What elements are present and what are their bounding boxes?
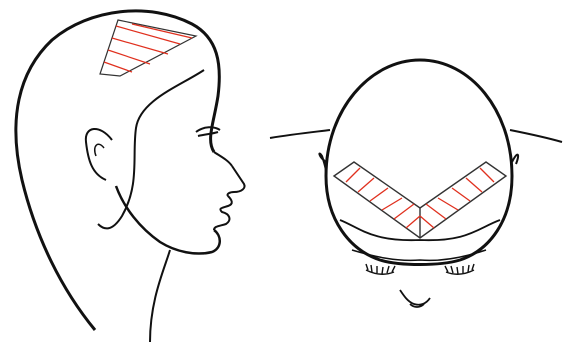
top-right-lashes [445, 264, 474, 274]
side-head-outline [16, 11, 219, 330]
top-right-shoulder [510, 130, 562, 142]
side-neck-front [150, 250, 170, 342]
side-eye [196, 127, 220, 136]
side-chin-jaw [116, 186, 220, 254]
side-hairline [98, 70, 204, 228]
top-section-lines-left [346, 168, 420, 228]
top-view-figure [270, 60, 562, 307]
top-nose [400, 290, 430, 307]
side-nose [227, 166, 244, 196]
side-lips [214, 196, 232, 230]
side-profile-figure [16, 11, 245, 342]
top-left-ear [319, 154, 326, 172]
side-forehead [214, 152, 232, 166]
top-left-shoulder [270, 130, 330, 138]
side-ear-inner [95, 144, 104, 156]
top-left-lashes [366, 264, 395, 274]
side-section-lines [104, 24, 192, 72]
top-section-lines-right [420, 168, 494, 228]
side-ear [86, 129, 112, 180]
